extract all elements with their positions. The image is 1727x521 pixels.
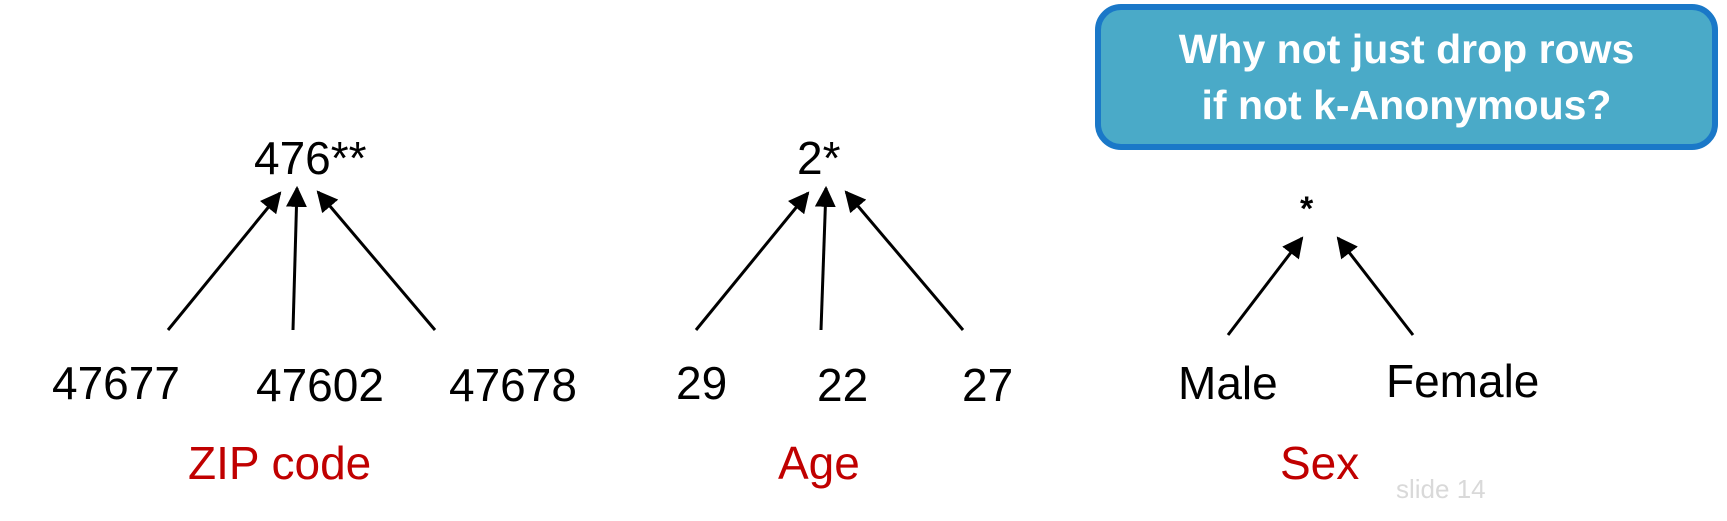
age-arrow-27 [844,190,965,331]
callout-line-1: Why not just drop rows [1178,26,1635,72]
zip-arrow-47677 [166,191,282,331]
sex-leaf: Male [1178,357,1278,409]
sex-arrow-male [1226,236,1304,336]
slide-number: slide 14 [1396,474,1486,504]
sex-arrow-female [1336,236,1415,336]
zip-arrow-47602 [285,185,307,331]
age-category-label: Age [778,437,860,489]
callout-line-2: if not k-Anonymous? [1201,82,1612,128]
zip-category-label: ZIP code [188,437,372,489]
age-arrow-29 [694,191,810,331]
sex-root: * [1300,190,1314,228]
age-leaf: 29 [676,357,728,409]
age-arrow-22 [814,185,836,331]
age-leaf: 27 [962,359,1014,411]
sex-category-label: Sex [1280,437,1360,489]
sex-leaf: Female [1386,355,1540,407]
zip-root: 476** [254,132,367,184]
zip-arrow-47678 [316,190,437,331]
zip-leaf: 47602 [256,359,384,411]
zip-leaf: 47677 [52,357,180,409]
question-callout: Why not just drop rows if not k-Anonymou… [1095,4,1718,150]
age-root: 2* [797,132,841,184]
age-leaf: 22 [817,359,869,411]
zip-leaf: 47678 [449,359,577,411]
